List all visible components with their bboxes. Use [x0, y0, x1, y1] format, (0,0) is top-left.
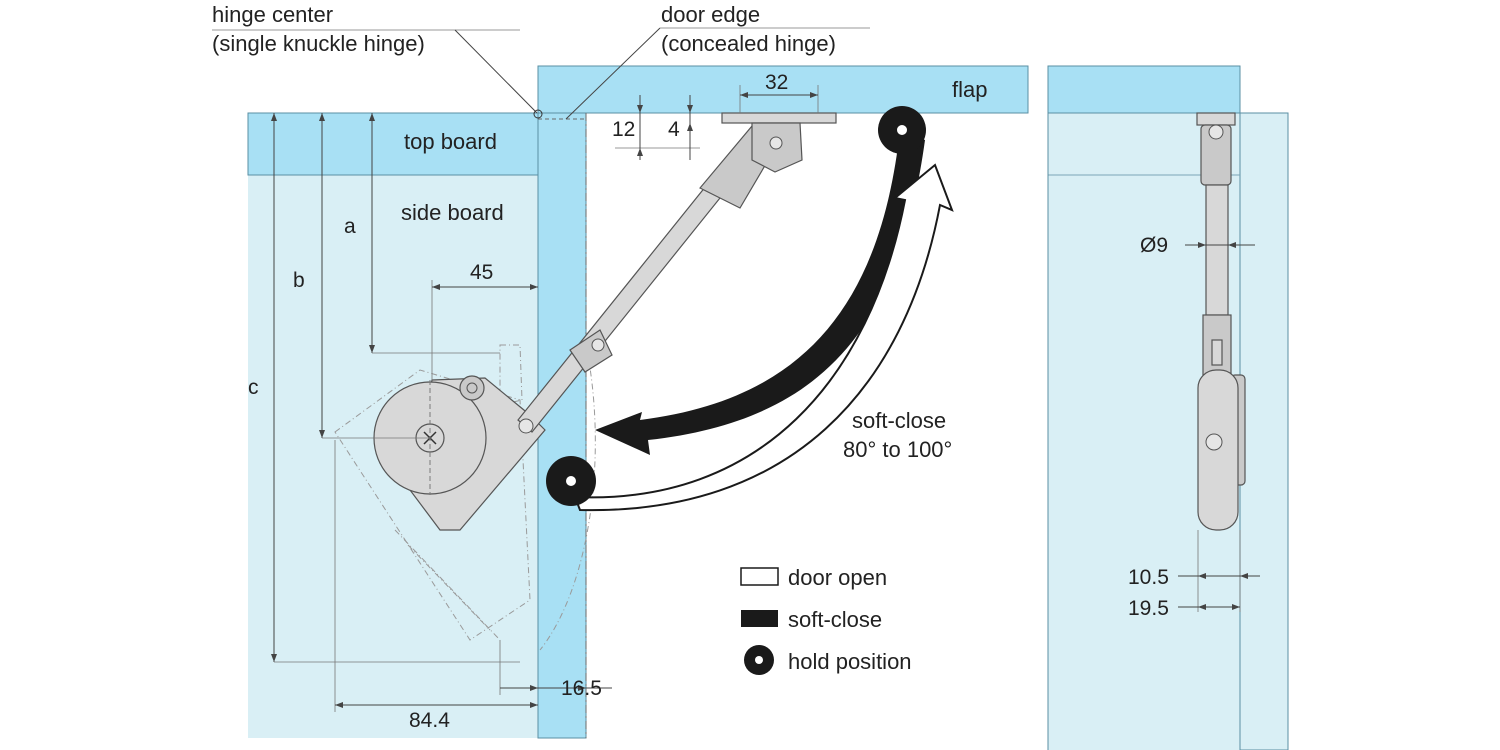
hinge-center-label: hinge center [212, 2, 333, 27]
lift-mechanism [373, 112, 837, 531]
legend-door-open-label: door open [788, 565, 887, 590]
legend-hold-position-label: hold position [788, 649, 912, 674]
ghost-outline [334, 344, 596, 651]
dimension-a: a [344, 215, 356, 238]
front-pivot-screw-icon [1205, 433, 1223, 451]
dimension-dia-9: Ø9 [1140, 234, 1168, 257]
dimension-45: 45 [470, 261, 493, 284]
legend: door open soft-close hold position [740, 565, 912, 675]
arm-joint-pin [518, 418, 534, 434]
hinge-center-sublabel: (single knuckle hinge) [212, 31, 425, 56]
legend-soft-close-label: soft-close [788, 607, 882, 632]
dimension-19-5: 19.5 [1128, 597, 1169, 620]
dimension-12: 12 [612, 118, 635, 141]
dimension-84-4: 84.4 [409, 709, 450, 732]
dimension-c: c [248, 376, 259, 399]
front-mechanism [1196, 112, 1246, 531]
legend-door-open-swatch [740, 567, 779, 586]
side-board-label: side board [401, 200, 504, 225]
pivot-screw-icon [459, 375, 485, 401]
door-edge-label: door edge [661, 2, 760, 27]
dimension-16-5: 16.5 [561, 677, 602, 700]
dimension-lines [212, 27, 870, 712]
top-board-label: top board [404, 129, 497, 154]
flap-mounting-plate [721, 112, 837, 124]
soft-close-label: soft-close [852, 408, 946, 433]
top-board-panel [247, 112, 539, 176]
flap-open-panel [537, 112, 587, 739]
motion-arrows [546, 106, 954, 512]
door-edge-sublabel: (concealed hinge) [661, 31, 836, 56]
door-open-arrow [573, 163, 954, 512]
soft-close-range-label: 80° to 100° [843, 437, 952, 462]
front-dimension-lines [1178, 242, 1260, 612]
dimension-32: 32 [765, 71, 788, 94]
text-labels: hinge center (single knuckle hinge) door… [212, 2, 1169, 732]
front-flap-panel [1047, 65, 1241, 114]
front-board-edge [1239, 112, 1289, 750]
dimension-10-5: 10.5 [1128, 566, 1169, 589]
legend-soft-close-swatch [741, 610, 778, 627]
dimension-b: b [293, 269, 305, 292]
soft-close-arrow [595, 130, 925, 455]
dimension-4: 4 [668, 118, 680, 141]
flap-panel [537, 65, 1029, 114]
cabinet-front-view [1047, 65, 1289, 750]
flap-label: flap [952, 77, 987, 102]
